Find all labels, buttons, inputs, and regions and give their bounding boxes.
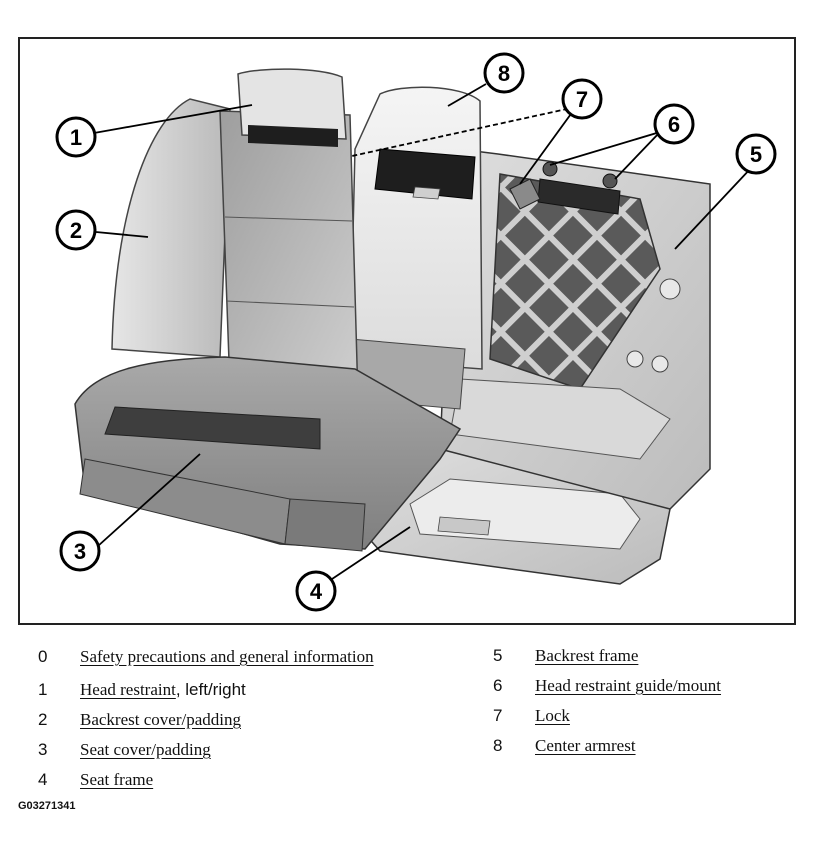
legend-suffix: , left/right (175, 680, 246, 699)
seat-illustration (74, 68, 753, 592)
legend-number: 0 (38, 647, 48, 666)
legend-number: 8 (493, 736, 503, 755)
legend-number: 5 (493, 646, 503, 665)
figure-id: G03271341 (18, 800, 76, 812)
legend-number: 6 (493, 676, 503, 695)
legend-link-seat-cover[interactable]: Seat cover/padding (80, 740, 211, 759)
legend-link-center-armrest[interactable]: Center armrest (535, 736, 636, 755)
legend-number: 7 (493, 706, 503, 725)
legend-number: 3 (38, 740, 48, 759)
seat-diagram: 1 2 3 4 5 6 7 8 (18, 37, 796, 625)
legend-link-head-restraint[interactable]: Head restraint (80, 680, 176, 699)
legend-link-seat-frame[interactable]: Seat frame (80, 770, 154, 789)
legend-link-safety[interactable]: Safety precautions and general informati… (80, 647, 374, 666)
legend-link-head-restraint-guide[interactable]: Head restraint guide/mount (535, 676, 722, 695)
legend-number: 1 (38, 680, 48, 699)
legend-link-backrest-cover[interactable]: Backrest cover/padding (80, 710, 241, 729)
legend-number: 4 (38, 770, 48, 789)
legend-link-lock[interactable]: Lock (535, 706, 570, 725)
legend-link-backrest-frame[interactable]: Backrest frame (535, 646, 639, 665)
legend-number: 2 (38, 710, 48, 729)
